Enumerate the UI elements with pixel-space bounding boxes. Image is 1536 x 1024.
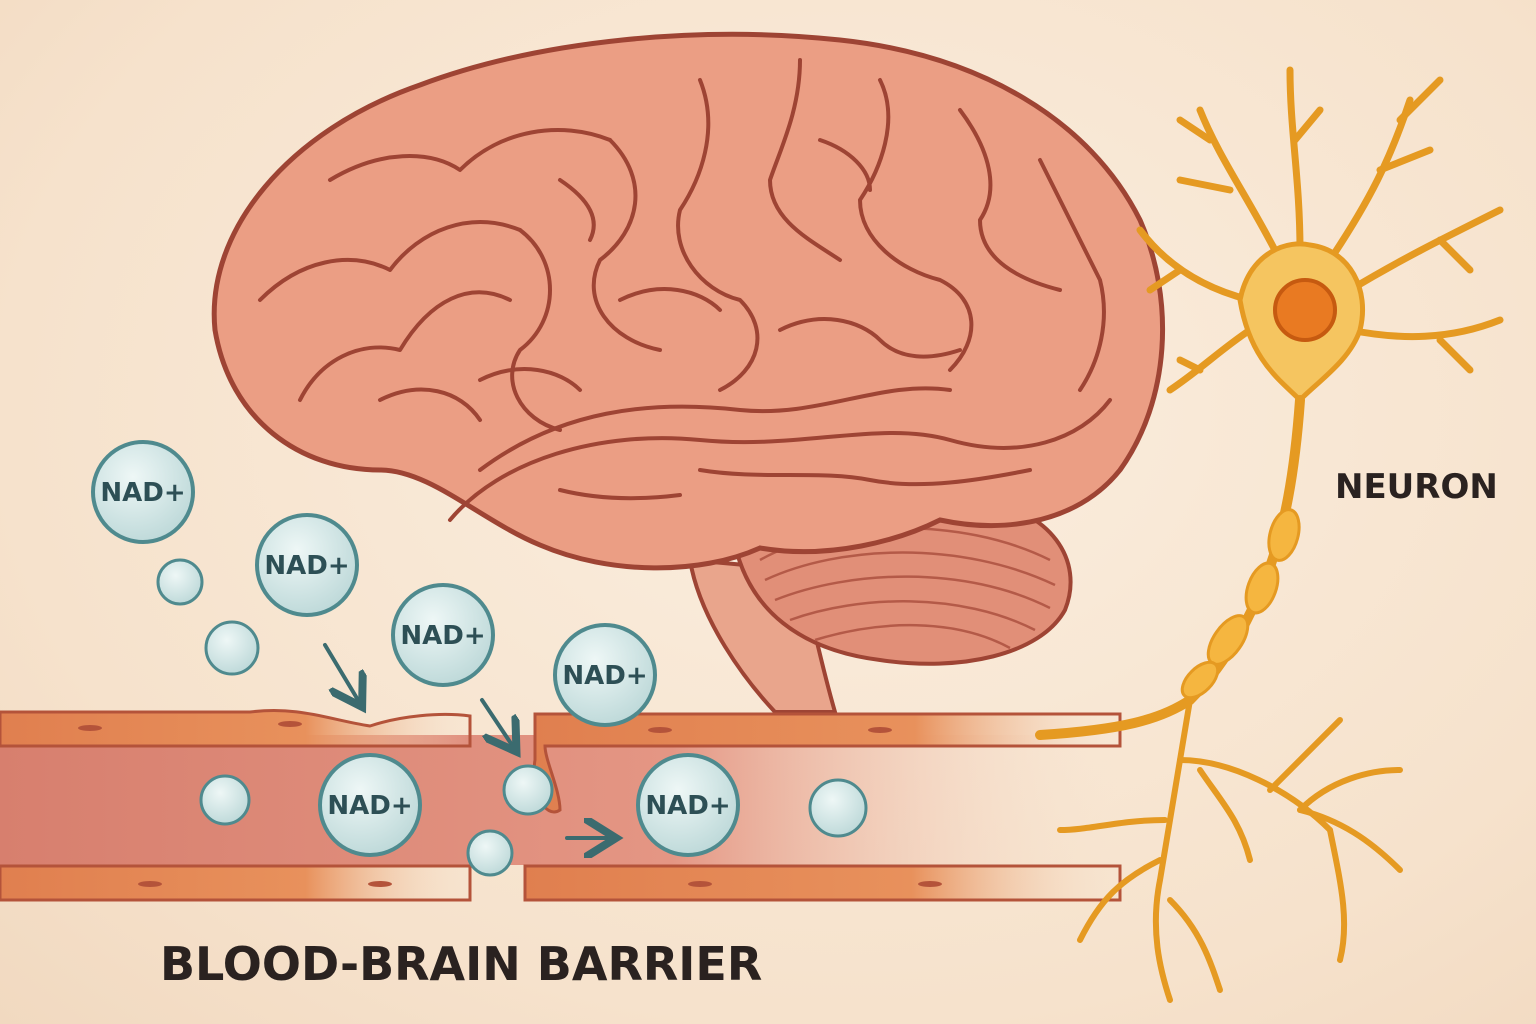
nad-molecule: NAD+ — [318, 753, 422, 857]
small-molecules — [156, 558, 868, 877]
nad-molecule: NAD+ — [553, 623, 657, 727]
brain-sulci — [258, 58, 1112, 522]
arrow-icon — [323, 643, 358, 700]
transport-arrows — [323, 643, 608, 838]
neuron-nucleus — [1273, 278, 1337, 342]
nad-label: NAD+ — [100, 478, 185, 508]
nad-label: NAD+ — [327, 791, 412, 821]
vessel-wall-bottom-left — [0, 864, 472, 902]
blood-vessel-icon — [0, 709, 1122, 902]
nad-molecule: NAD+ — [255, 513, 359, 617]
nad-label: NAD+ — [400, 621, 485, 651]
nad-label: NAD+ — [264, 551, 349, 581]
nad-label: NAD+ — [645, 791, 730, 821]
vessel-wall-top-left — [0, 709, 472, 748]
neuron-icon — [1035, 66, 1504, 1003]
nad-molecule: NAD+ — [636, 753, 740, 857]
endothelial-cell-marks — [78, 721, 942, 887]
nad-molecules: NAD+ NAD+ NAD+ NAD+ NAD+ NAD+ — [91, 440, 868, 877]
nad-molecule: NAD+ — [91, 440, 195, 544]
cerebrum — [211, 31, 1166, 571]
arrow-icon — [480, 698, 512, 745]
neuron-dendrites — [1136, 66, 1504, 394]
nad-label: NAD+ — [562, 661, 647, 691]
myelin-sheath — [1180, 508, 1301, 700]
brain-icon — [211, 31, 1166, 714]
neuron-label: NEURON — [1335, 467, 1498, 507]
nad-molecule: NAD+ — [391, 583, 495, 687]
vessel-wall-bottom-right — [523, 864, 1122, 902]
axon-terminals — [1057, 697, 1403, 1003]
barrier-label: BLOOD-BRAIN BARRIER — [160, 937, 762, 991]
